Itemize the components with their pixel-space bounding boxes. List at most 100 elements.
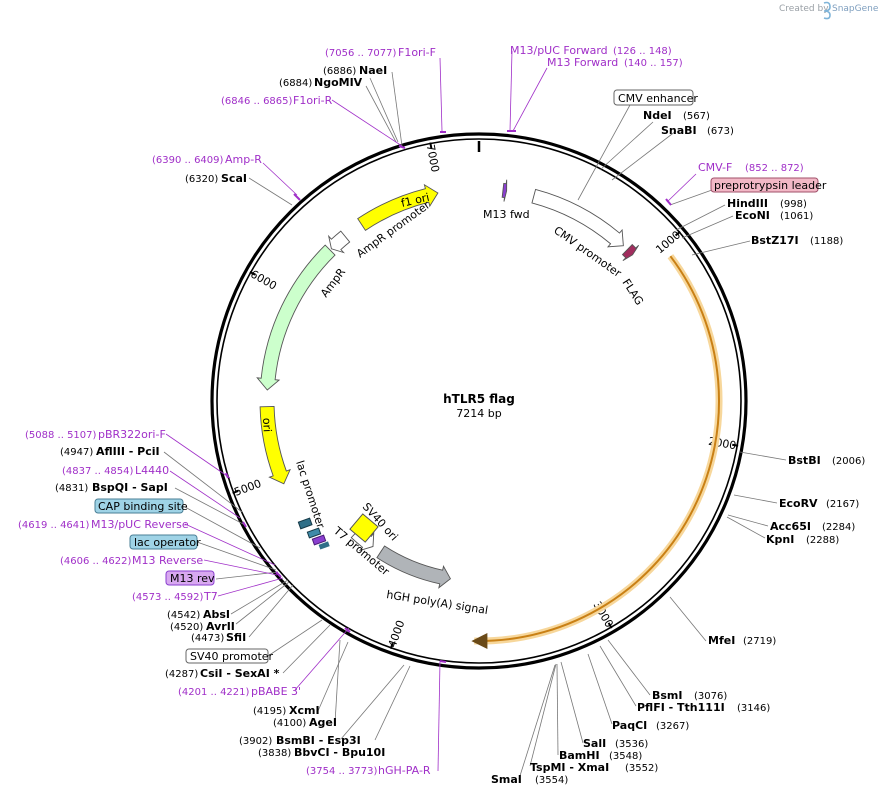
site-pos: (2167): [826, 499, 859, 510]
sv40-ori-box: [349, 513, 379, 543]
label-f1-ori: f1 ori: [400, 191, 431, 210]
credit-text: Created by: [779, 4, 829, 14]
site-pos: (4473): [191, 633, 224, 644]
site-pos: (4542): [167, 610, 200, 621]
label-flag: FLAG: [619, 277, 645, 308]
site-pos: (3076): [694, 691, 727, 702]
site-name: BbvCI - Bpu10I: [294, 746, 385, 759]
tick-mark: [674, 230, 681, 237]
site-pos: (2284): [822, 522, 855, 533]
feature-box-label: lac operator: [134, 536, 201, 549]
lac-operator-mark: [306, 527, 322, 539]
primer-name: T7: [203, 590, 218, 603]
site-pos: (2006): [832, 456, 865, 467]
primer-name: M13/pUC Forward: [510, 44, 608, 57]
primer-pos: (6846 .. 6865): [221, 96, 293, 107]
primer-pos: (5088 .. 5107): [25, 430, 97, 441]
label-m13-fwd: M13 fwd: [483, 208, 530, 221]
feature-box-cap-binding-site: [94, 498, 184, 514]
primer-pos: (4619 .. 4641): [18, 520, 90, 531]
feature-arrows: [256, 179, 640, 589]
primer-pos: (4573 .. 4592): [132, 592, 204, 603]
tick-label: 4000: [386, 618, 408, 649]
site-pos: (673): [707, 126, 734, 137]
site-name: BspQI - SapI: [92, 481, 168, 494]
feature-box-label: M13 rev: [170, 572, 215, 585]
site-name: HindIII: [727, 197, 768, 210]
primer-name: M13 Reverse: [132, 554, 203, 567]
site-name: AbsI: [203, 608, 230, 621]
site-name: AflIII - PciI: [96, 445, 160, 458]
site-name: XcmI: [289, 704, 320, 717]
feature-arrow-ampr-promoter: [327, 230, 351, 254]
tick-label: 6000: [248, 268, 279, 293]
site-pos: (2288): [806, 535, 839, 546]
tick-mark: [389, 642, 394, 650]
site-name: NaeI: [359, 64, 387, 77]
site-pos: (4195): [253, 706, 286, 717]
site-name: BsmBI - Esp3I: [276, 734, 361, 747]
site-name: NgoMIV: [314, 76, 363, 89]
site-name: BstBI: [788, 454, 821, 467]
primer-name: L4440: [135, 464, 169, 477]
site-name: NdeI: [643, 109, 672, 122]
primer-pos: (3754 .. 3773): [306, 766, 378, 777]
primer-name: F1ori-R: [293, 94, 333, 107]
site-pos: (4831): [55, 483, 88, 494]
site-pos: (1188): [810, 236, 843, 247]
tick-mark: [232, 490, 239, 494]
feature-box-label: SV40 promoter: [190, 650, 274, 663]
site-name: TspMI - XmaI: [530, 761, 609, 774]
site-name: PaqCI: [612, 719, 647, 732]
label-ampr: AmpR: [318, 265, 348, 299]
site-name: SmaI: [491, 773, 522, 786]
feature-arrow-hgh-poly-a-signal: [376, 545, 452, 589]
site-name: EcoNI: [735, 209, 770, 222]
site-pos: (567): [683, 111, 710, 122]
site-pos: (3267): [656, 721, 689, 732]
outer-labels: (7056 .. 7077) F1ori-F (6886) NaeI (6884…: [18, 44, 865, 786]
site-pos: (4520): [170, 622, 203, 633]
site-name: Acc65I: [770, 520, 811, 533]
feature-box-label: preprotrypsin leader: [714, 179, 827, 192]
site-pos: (4947): [60, 447, 93, 458]
feature-box-label: CAP binding site: [98, 500, 188, 513]
primer-pos: (126 .. 148): [613, 46, 672, 57]
primer-pos: (4201 .. 4221): [178, 687, 250, 698]
primer-pos: (852 .. 872): [745, 163, 804, 174]
site-pos: (4100): [273, 718, 306, 729]
tick-label: 5000: [232, 477, 263, 499]
primer-name: Amp-R: [225, 153, 262, 166]
orf-arc: [474, 254, 723, 645]
primer-pos: (4606 .. 4622): [60, 556, 132, 567]
site-name: SnaBI: [661, 124, 697, 137]
tick-mark: [429, 142, 433, 149]
plasmid-name: hTLR5 flag: [443, 392, 515, 406]
primer-pos: (7056 .. 7077): [325, 48, 397, 59]
m13-rev-mark: [311, 534, 327, 546]
label-hgh-polya: hGH poly(A) signal: [386, 588, 489, 617]
site-pos: (6886): [323, 66, 356, 77]
feature-box-cmv-enhancer: [613, 89, 694, 106]
site-pos: (4287): [165, 669, 198, 680]
site-name: BstZ17I: [751, 234, 799, 247]
orf-arc-line: [471, 255, 720, 649]
site-name: AvrII: [206, 620, 235, 633]
site-name: EcoRV: [779, 497, 818, 510]
primer-name: M13/pUC Reverse: [91, 518, 189, 531]
site-pos: (998): [780, 199, 807, 210]
site-name: AgeI: [309, 716, 337, 729]
primer-pos: (4837 .. 4854): [62, 466, 134, 477]
primer-pos: (6390 .. 6409): [152, 155, 224, 166]
primer-name: pBABE 3': [251, 685, 301, 698]
feature-arrow-cmv-promoter: [531, 188, 624, 248]
site-name: BsmI: [652, 689, 683, 702]
brand-text: SnapGene: [832, 4, 878, 14]
site-name: CsiI - SexAI *: [200, 667, 280, 680]
primer-name: pBR322ori-F: [98, 428, 166, 441]
site-name: SfiI: [226, 631, 246, 644]
feature-arrow-m13-fwd: [501, 179, 508, 202]
site-name: ScaI: [221, 172, 247, 185]
site-name: PflFI - Tth111I: [637, 701, 725, 714]
